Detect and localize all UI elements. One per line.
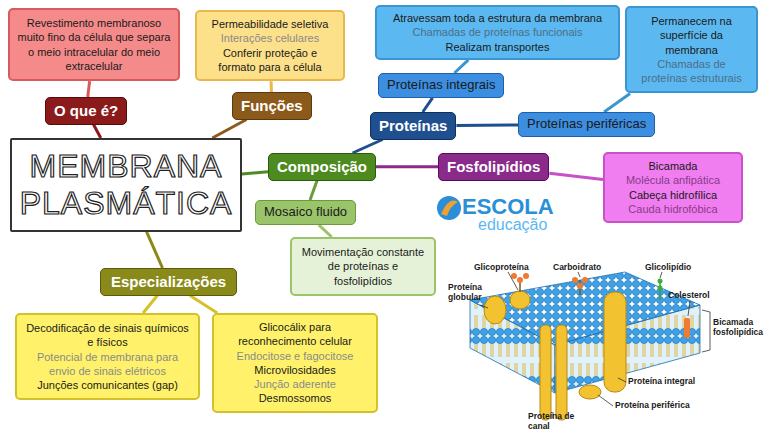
part-label: Proteína integral	[628, 376, 695, 386]
info-box: Decodificação de sinais químicos e físic…	[15, 313, 200, 400]
node-text: Endocitose e fagocitose	[220, 349, 370, 363]
node-text: Glicocálix para reconhecimento celular	[220, 320, 370, 349]
connector	[376, 166, 438, 167]
glycolipid	[659, 282, 661, 300]
sugar	[582, 277, 588, 283]
connector	[94, 125, 101, 139]
leader-lines	[480, 272, 710, 418]
info-box: Atravessam toda a estrutura da membranaC…	[375, 5, 620, 60]
node-text: Proteínas periféricas	[527, 116, 646, 133]
node-text: Revestimento membranoso muito fino da cé…	[16, 16, 172, 73]
node-text: Mosaico fluido	[264, 204, 347, 221]
node-text: Conferir proteção e formato para a célul…	[203, 46, 337, 75]
logo-leaf	[441, 201, 458, 217]
bilayer-top	[470, 272, 700, 345]
cholesterol	[684, 318, 690, 338]
branch-label: O que é?	[45, 97, 127, 125]
sub-label: Proteínas integrais	[378, 73, 504, 98]
connector	[143, 296, 157, 314]
node-text: Atravessam toda a estrutura da membrana	[383, 11, 612, 25]
node-text: Molécula anfipática	[611, 173, 735, 187]
sugar	[511, 273, 517, 279]
connector	[190, 296, 217, 314]
part-label: Bicamada fosfolipídica	[713, 318, 765, 338]
node-text: Chamadas de proteínas estruturais	[633, 57, 750, 86]
connector	[242, 172, 268, 174]
logo-text: educação	[478, 216, 547, 234]
node-text: Bicamada	[611, 159, 735, 173]
part-label: Proteína de canal	[528, 412, 580, 432]
info-box: Glicocálix para reconhecimento celularEn…	[212, 313, 378, 413]
node-text: Funções	[241, 96, 303, 116]
node-text: Junção aderente	[220, 377, 370, 391]
info-box: Permeabilidade seletivaInterações celula…	[195, 10, 345, 81]
node-text: Composição	[277, 157, 367, 177]
info-box: BicamadaMolécula anfipáticaCabeça hidrof…	[603, 152, 743, 223]
node-text: Movimentação constante de proteínas e fo…	[298, 245, 428, 288]
connector	[454, 60, 468, 73]
node-text: Especializações	[111, 272, 226, 292]
node-text: Chamadas de proteínas funcionais	[383, 25, 612, 39]
node-text: Cabeça hidrofílica	[611, 188, 735, 202]
connector	[310, 181, 317, 201]
node-text: Decodificação de sinais químicos e físic…	[23, 321, 192, 350]
title-box: MEMBRANA PLASMÁTICA	[10, 138, 242, 232]
node-text: Proteínas	[379, 116, 447, 136]
globular-protein	[484, 296, 506, 324]
branch-label: Proteínas	[370, 112, 456, 140]
channel-protein	[540, 325, 551, 420]
part-label: Proteína globular	[448, 283, 496, 303]
connector	[271, 81, 272, 92]
logo-icon	[437, 196, 461, 220]
connector	[353, 140, 383, 154]
connector	[88, 81, 90, 97]
title-text: MEMBRANA PLASMÁTICA	[18, 148, 234, 222]
info-box: Movimentação constante de proteínas e fo…	[290, 237, 436, 296]
part-label: Glicoproteína	[474, 262, 529, 272]
node-text: Potencial de membrana para envio de sina…	[23, 350, 192, 379]
sub-label: Proteínas periféricas	[518, 112, 655, 137]
peripheral-protein	[579, 385, 601, 399]
node-text: Junções comunicantes (gap)	[23, 378, 192, 392]
integral-protein	[604, 292, 626, 392]
part-label: Carboidrato	[553, 262, 601, 272]
node-text: Fosfolipídios	[447, 157, 540, 177]
node-text: Permeabilidade seletiva	[203, 17, 337, 31]
sugar	[523, 273, 529, 279]
node-text: Interações celulares	[203, 31, 337, 45]
glycoprotein	[510, 291, 530, 309]
info-box: Revestimento membranoso muito fino da cé…	[8, 8, 180, 81]
sugar	[572, 277, 578, 283]
connector	[212, 120, 246, 139]
node-text: Desmossomos	[220, 391, 370, 405]
node-text: Permanecem na superfície da membrana	[633, 14, 750, 57]
connector	[147, 232, 163, 268]
sugar	[658, 279, 663, 284]
node-text: Microvilosidades	[220, 363, 370, 377]
info-box: Permanecem na superfície da membranaCham…	[625, 6, 758, 93]
part-label: Colesterol	[668, 290, 710, 300]
branch-label: Composição	[268, 153, 376, 181]
sugar	[658, 286, 663, 291]
branch-label: Funções	[232, 92, 312, 120]
branch-label: Fosfolipídios	[438, 153, 549, 181]
node-text: Proteínas integrais	[387, 77, 495, 94]
sugar	[517, 277, 523, 283]
part-label: Glicolipídio	[645, 262, 691, 272]
connector	[549, 173, 603, 179]
sugar	[577, 283, 583, 289]
node-text: Cauda hidrofóbica	[611, 202, 735, 216]
node-text: Realizam transportes	[383, 40, 612, 54]
sub-label: Mosaico fluido	[255, 200, 356, 225]
connector	[423, 98, 433, 112]
connector	[604, 93, 630, 112]
connector	[456, 124, 518, 125]
node-text: O que é?	[54, 101, 118, 121]
part-label: Proteína periférica	[615, 400, 690, 410]
channel-protein	[556, 325, 567, 420]
connector	[319, 225, 332, 237]
branch-label: Especializações	[100, 268, 237, 296]
